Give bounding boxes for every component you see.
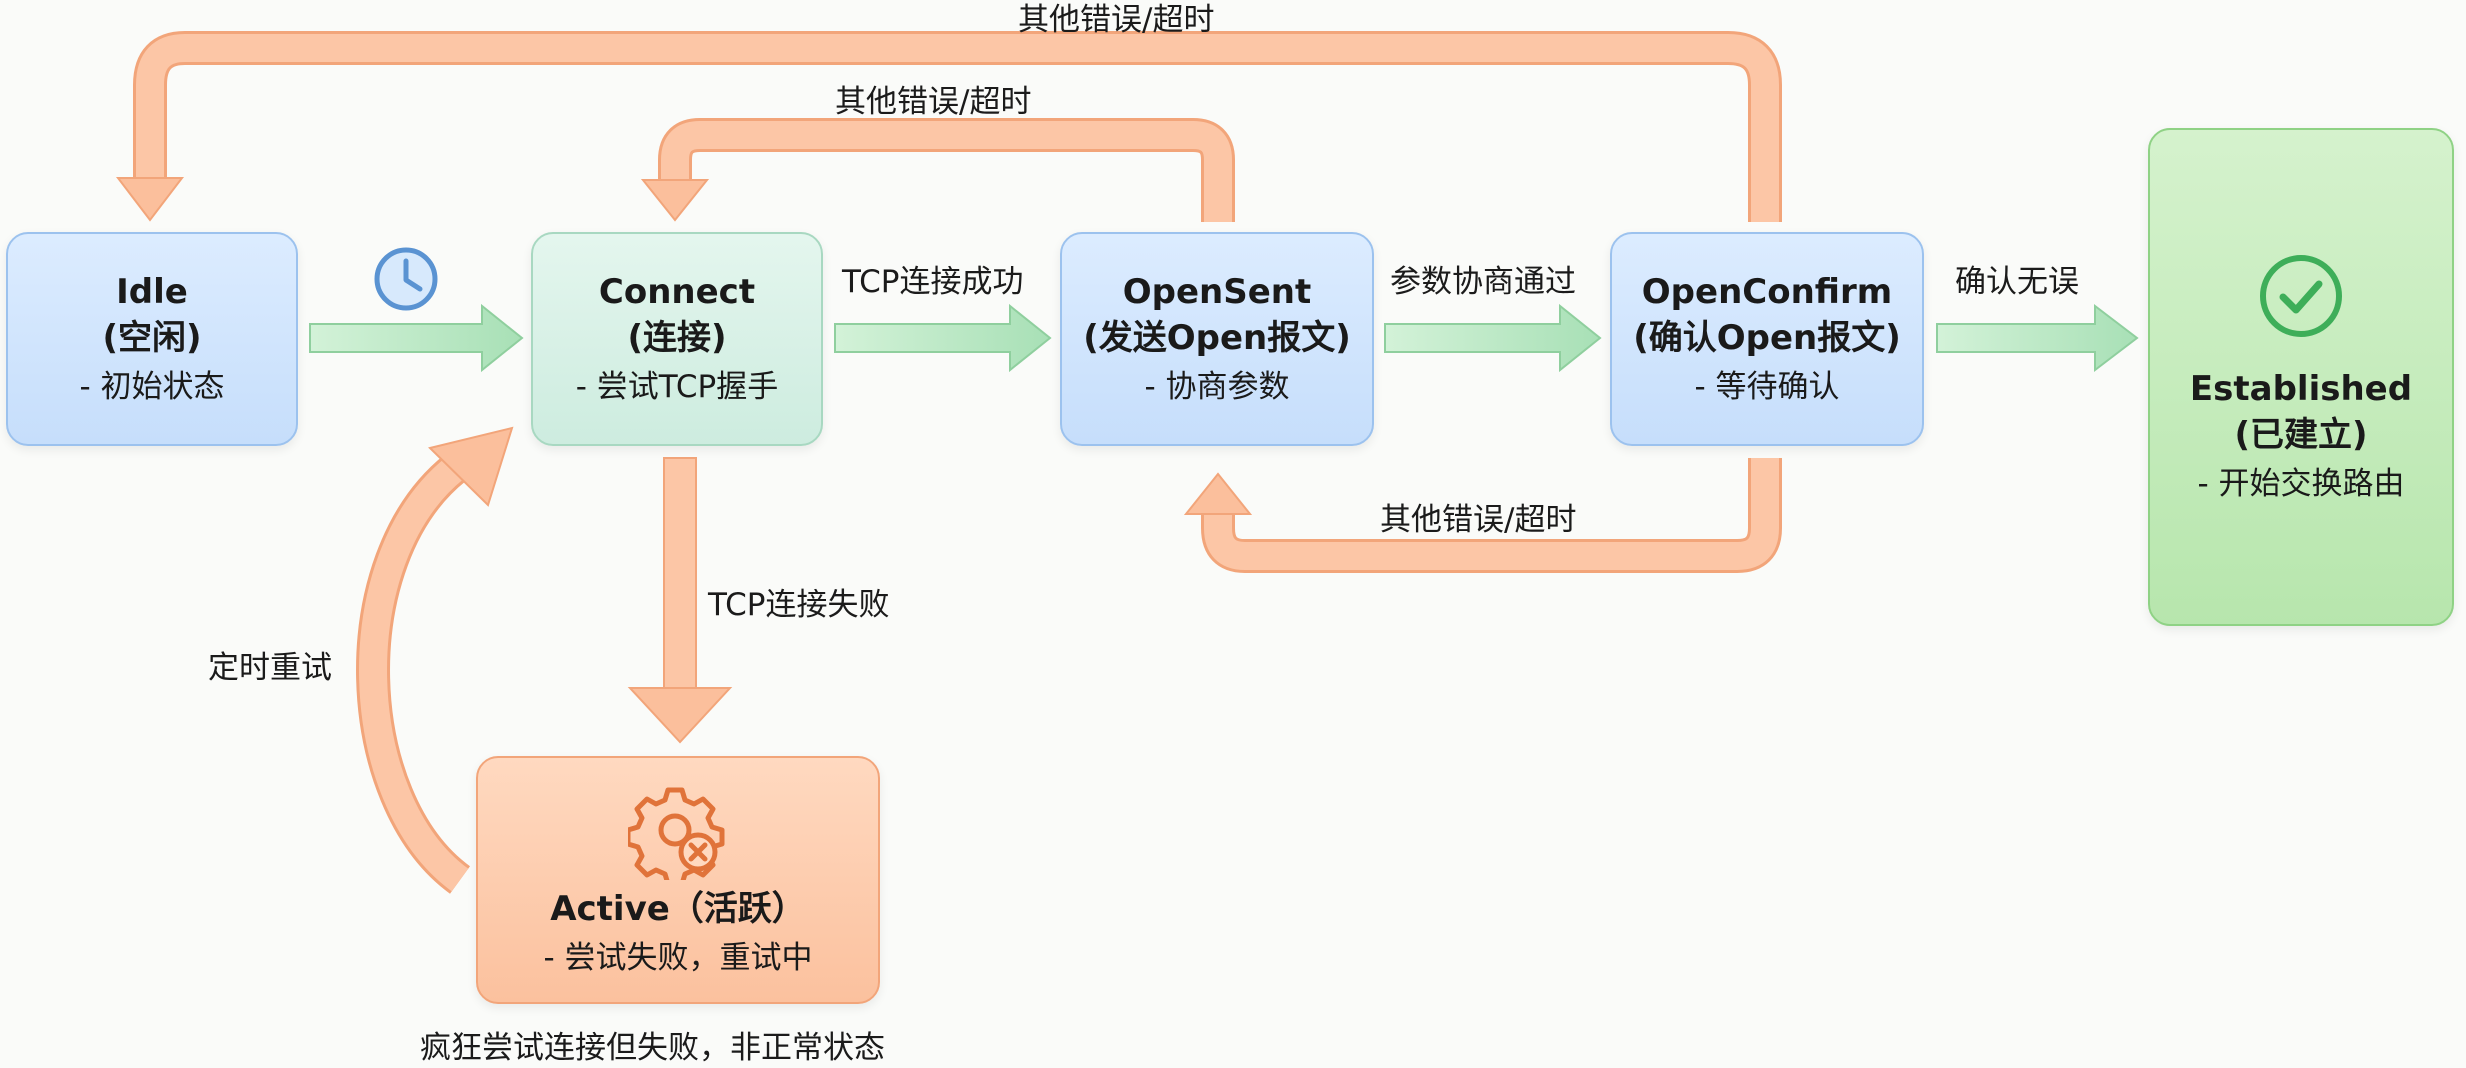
clock-icon (374, 247, 438, 311)
state-idle-title: Idle (116, 272, 188, 312)
label-error-mid: 其他错误/超时 (835, 84, 1032, 120)
label-error-bottom: 其他错误/超时 (1380, 502, 1577, 538)
state-openconfirm-desc: - 等待确认 (1694, 369, 1840, 405)
state-opensent-title: OpenSent (1122, 272, 1312, 312)
state-connect-subtitle: (连接) (627, 318, 727, 358)
label-param-ok: 参数协商通过 (1390, 264, 1576, 300)
state-established-desc: - 开始交换路由 (2197, 466, 2405, 502)
note-active: 疯狂尝试连接但失败，非正常状态 (420, 1030, 885, 1066)
state-active-desc: - 尝试失败，重试中 (543, 940, 813, 976)
state-openconfirm[interactable]: OpenConfirm (确认Open报文) - 等待确认 (1610, 232, 1924, 446)
label-retry-timer: 定时重试 (208, 650, 332, 686)
arrow-connect-to-active (627, 457, 733, 744)
state-active[interactable]: Active（活跃） - 尝试失败，重试中 (476, 756, 880, 1004)
label-tcp-success: TCP连接成功 (842, 264, 1024, 300)
arrow-error-openconfirm-to-idle (115, 31, 1782, 222)
state-opensent-desc: - 协商参数 (1144, 369, 1290, 405)
label-error-top: 其他错误/超时 (1018, 2, 1215, 38)
gear-error-icon (628, 787, 725, 880)
arrow-error-opensent-to-connect (640, 118, 1235, 222)
state-idle-subtitle: (空闲) (102, 318, 202, 358)
state-active-title: Active（活跃） (550, 889, 806, 929)
label-tcp-fail: TCP连接失败 (708, 587, 890, 623)
arrow-openconfirm-to-established (1936, 303, 2139, 373)
label-confirm-ok: 确认无误 (1955, 264, 2079, 300)
state-established-title: Established (2189, 369, 2413, 409)
state-idle[interactable]: Idle (空闲) - 初始状态 (6, 232, 298, 446)
arrow-active-retry-to-connect (356, 426, 514, 894)
arrow-error-openconfirm-to-opensent (1183, 458, 1782, 573)
arrow-connect-to-opensent (834, 303, 1052, 373)
state-connect-title: Connect (598, 272, 756, 312)
state-opensent-subtitle: (发送Open报文) (1083, 318, 1351, 358)
state-opensent[interactable]: OpenSent (发送Open报文) - 协商参数 (1060, 232, 1374, 446)
state-openconfirm-subtitle: (确认Open报文) (1633, 318, 1901, 358)
state-idle-desc: - 初始状态 (79, 369, 225, 405)
state-connect[interactable]: Connect (连接) - 尝试TCP握手 (531, 232, 823, 446)
state-openconfirm-title: OpenConfirm (1641, 272, 1893, 312)
state-established[interactable]: Established (已建立) - 开始交换路由 (2148, 128, 2454, 626)
state-established-subtitle: (已建立) (2234, 415, 2368, 455)
arrow-opensent-to-openconfirm (1384, 303, 1602, 373)
arrow-idle-to-connect (309, 303, 524, 373)
state-connect-desc: - 尝试TCP握手 (575, 369, 779, 405)
check-circle-icon (2260, 255, 2342, 337)
